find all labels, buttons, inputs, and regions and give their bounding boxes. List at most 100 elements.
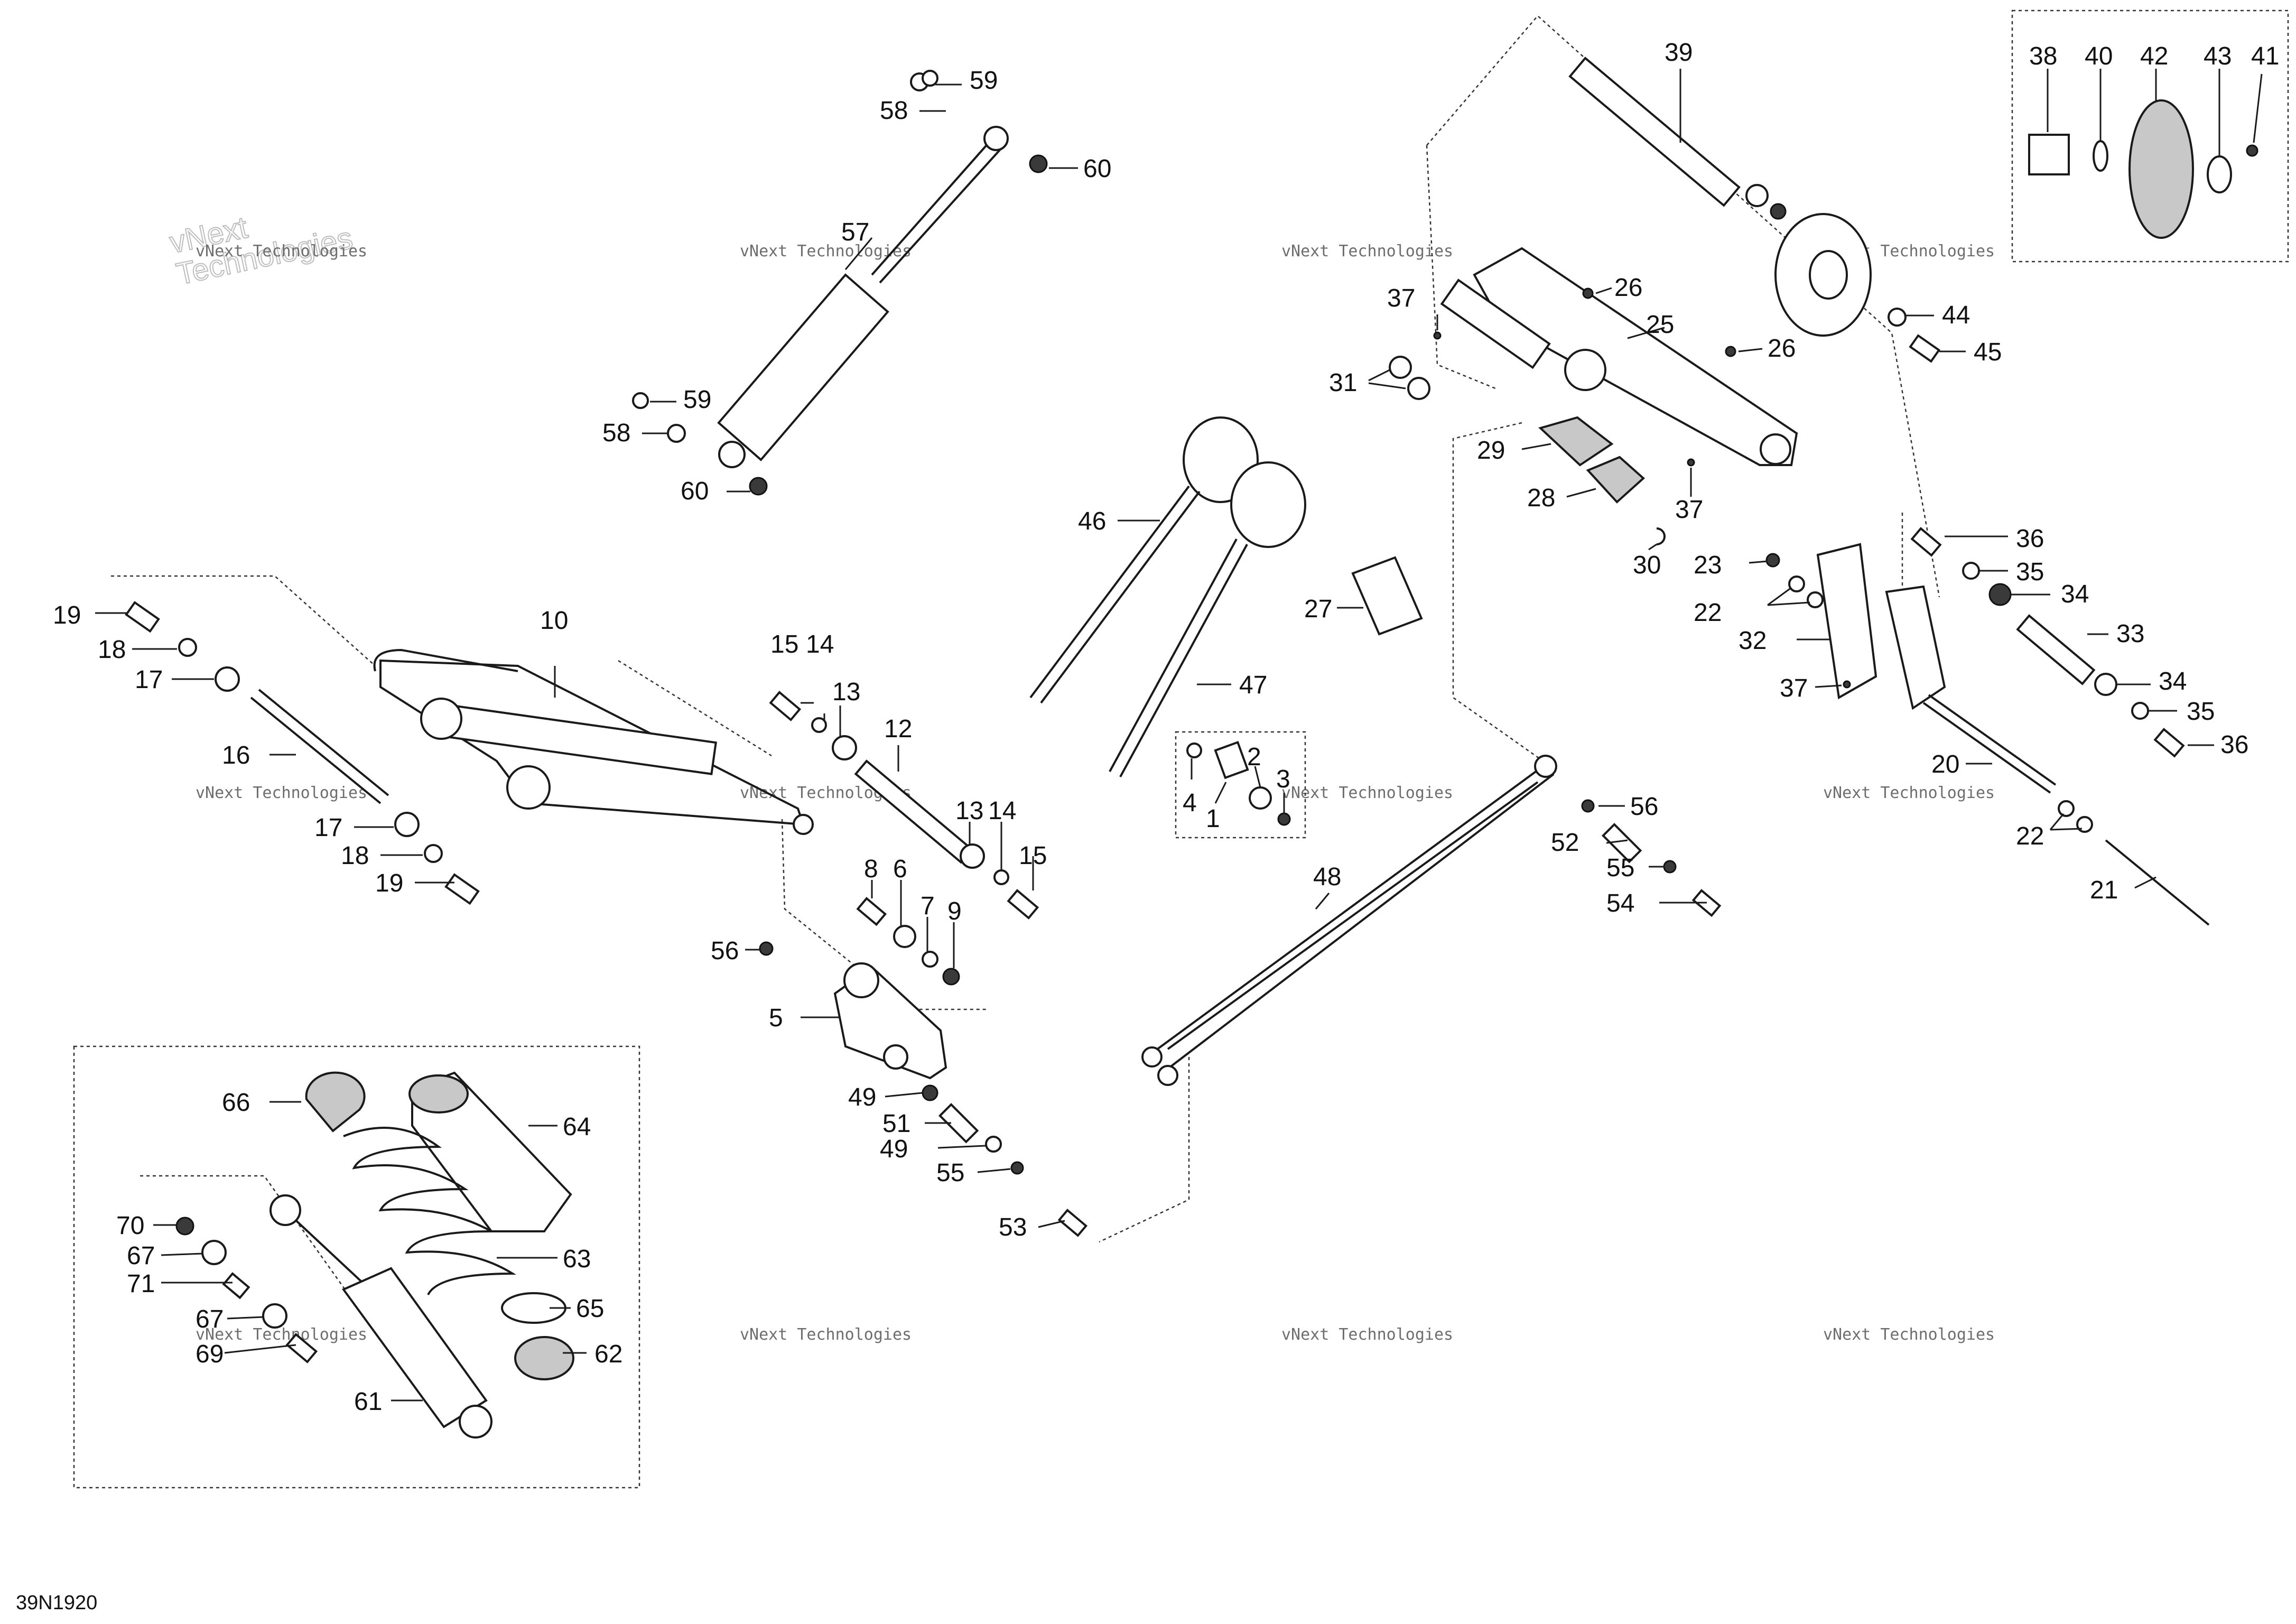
spring-63 (343, 1127, 516, 1295)
callout-47: 47 (1239, 671, 1267, 699)
bushing-67 (201, 1240, 227, 1265)
callout-9: 9 (947, 897, 962, 925)
callout-55: 55 (936, 1159, 964, 1187)
callout-15: 15 (1019, 842, 1047, 870)
callout-66: 66 (222, 1089, 250, 1117)
arm-tube (1146, 765, 1544, 1058)
cover-29 (1538, 416, 1614, 467)
leader (1315, 893, 1330, 910)
arm-tube (1167, 781, 1539, 1050)
shock-detail-parts (175, 1071, 574, 1439)
callout-17: 17 (314, 814, 342, 842)
nut-9 (942, 968, 960, 986)
shock-eye (718, 441, 746, 468)
arm-frame (379, 659, 805, 826)
bushing-31 (1389, 356, 1412, 379)
callout-29: 29 (1477, 437, 1505, 465)
upper-arm-25-assembly (1389, 57, 1798, 545)
nut-55 (1010, 1161, 1024, 1175)
bearing-43 (2207, 155, 2232, 193)
callout-71: 71 (127, 1270, 155, 1298)
callout-55: 55 (1606, 854, 1634, 882)
callout-56: 56 (711, 937, 739, 965)
leader (224, 1344, 296, 1354)
leader (1767, 601, 1810, 606)
spring-arm-47 (1119, 544, 1248, 777)
callout-49: 49 (880, 1135, 908, 1163)
bushing-31 (1407, 377, 1430, 400)
callout-37: 37 (1387, 284, 1415, 312)
leader-lines (95, 69, 2263, 1402)
set-screw-37 (1687, 458, 1695, 467)
arm-crossbar (1440, 279, 1551, 369)
callout-44: 44 (1942, 301, 1970, 329)
wheel-42 (1774, 213, 1941, 363)
washer-22 (2076, 816, 2093, 833)
callout-12: 12 (884, 715, 912, 743)
callout-53: 53 (999, 1213, 1027, 1241)
nut-55 (1663, 860, 1677, 874)
callout-26: 26 (1614, 274, 1642, 302)
washer-7 (922, 951, 938, 968)
callout-36: 36 (2220, 731, 2248, 759)
grease-fitting-26 (1725, 346, 1736, 357)
callout-57: 57 (841, 218, 869, 246)
leader (1038, 1220, 1065, 1228)
bushing-67 (262, 1303, 287, 1329)
callout-37: 37 (1780, 674, 1808, 702)
center-shaft-assembly (769, 691, 1039, 920)
leader (977, 1168, 1011, 1173)
washer-23 (1765, 553, 1780, 568)
watermark-caption: vNext Technologies (740, 1325, 912, 1344)
leader (885, 1092, 923, 1098)
plate-28 (1586, 456, 1645, 504)
arm-tube (1161, 773, 1555, 1074)
wheel-detail-box (2011, 10, 2289, 263)
leader (1566, 488, 1596, 498)
callout-64: 64 (563, 1113, 591, 1141)
washer-35 (1962, 562, 1980, 580)
callout-1: 1 (1206, 805, 1220, 833)
callout-13: 13 (955, 797, 983, 825)
callout-3: 3 (1276, 765, 1290, 793)
washer-22 (1807, 591, 1824, 608)
leader (1815, 684, 1842, 688)
callout-62: 62 (594, 1340, 622, 1368)
washer-22 (2058, 800, 2075, 817)
spring-arm-46 (1029, 485, 1190, 699)
bolt-19 (125, 601, 160, 633)
bushing-34 (1988, 583, 2012, 606)
leader (2050, 828, 2083, 831)
guide-line (1099, 1057, 1190, 1243)
bolt-8 (856, 897, 887, 926)
nut-56 (1581, 799, 1595, 813)
spring-arm-46 (1040, 490, 1201, 704)
bushing-detail-box (1175, 731, 1306, 839)
bracket-32 (1885, 585, 1946, 710)
leader (1606, 839, 1628, 844)
bushing-1 (1214, 741, 1249, 779)
callout-69: 69 (196, 1340, 224, 1368)
washer-22 (1788, 576, 1805, 592)
callout-38: 38 (2029, 42, 2057, 70)
watermark-caption: vNext Technologies (196, 242, 367, 261)
callout-17: 17 (135, 666, 163, 694)
bushing-13 (960, 843, 985, 869)
shock-rod (871, 136, 994, 276)
callout-34: 34 (2159, 667, 2187, 695)
leader (1738, 348, 1763, 352)
arm-tube (427, 701, 718, 775)
washer-18 (424, 844, 443, 863)
bolt-36 (2153, 728, 2185, 758)
callout-22: 22 (2016, 822, 2044, 850)
callout-61: 61 (354, 1388, 382, 1416)
watermark-caption: vNext Technologies (196, 784, 367, 802)
rear-arm-10 (373, 648, 814, 835)
link-eye (883, 1044, 908, 1070)
callout-5: 5 (769, 1004, 783, 1032)
callout-34: 34 (2061, 580, 2089, 608)
leader (1254, 766, 1261, 788)
front-arm-48 (1141, 755, 1722, 1086)
callout-43: 43 (2204, 42, 2232, 70)
callout-41: 41 (2251, 42, 2279, 70)
